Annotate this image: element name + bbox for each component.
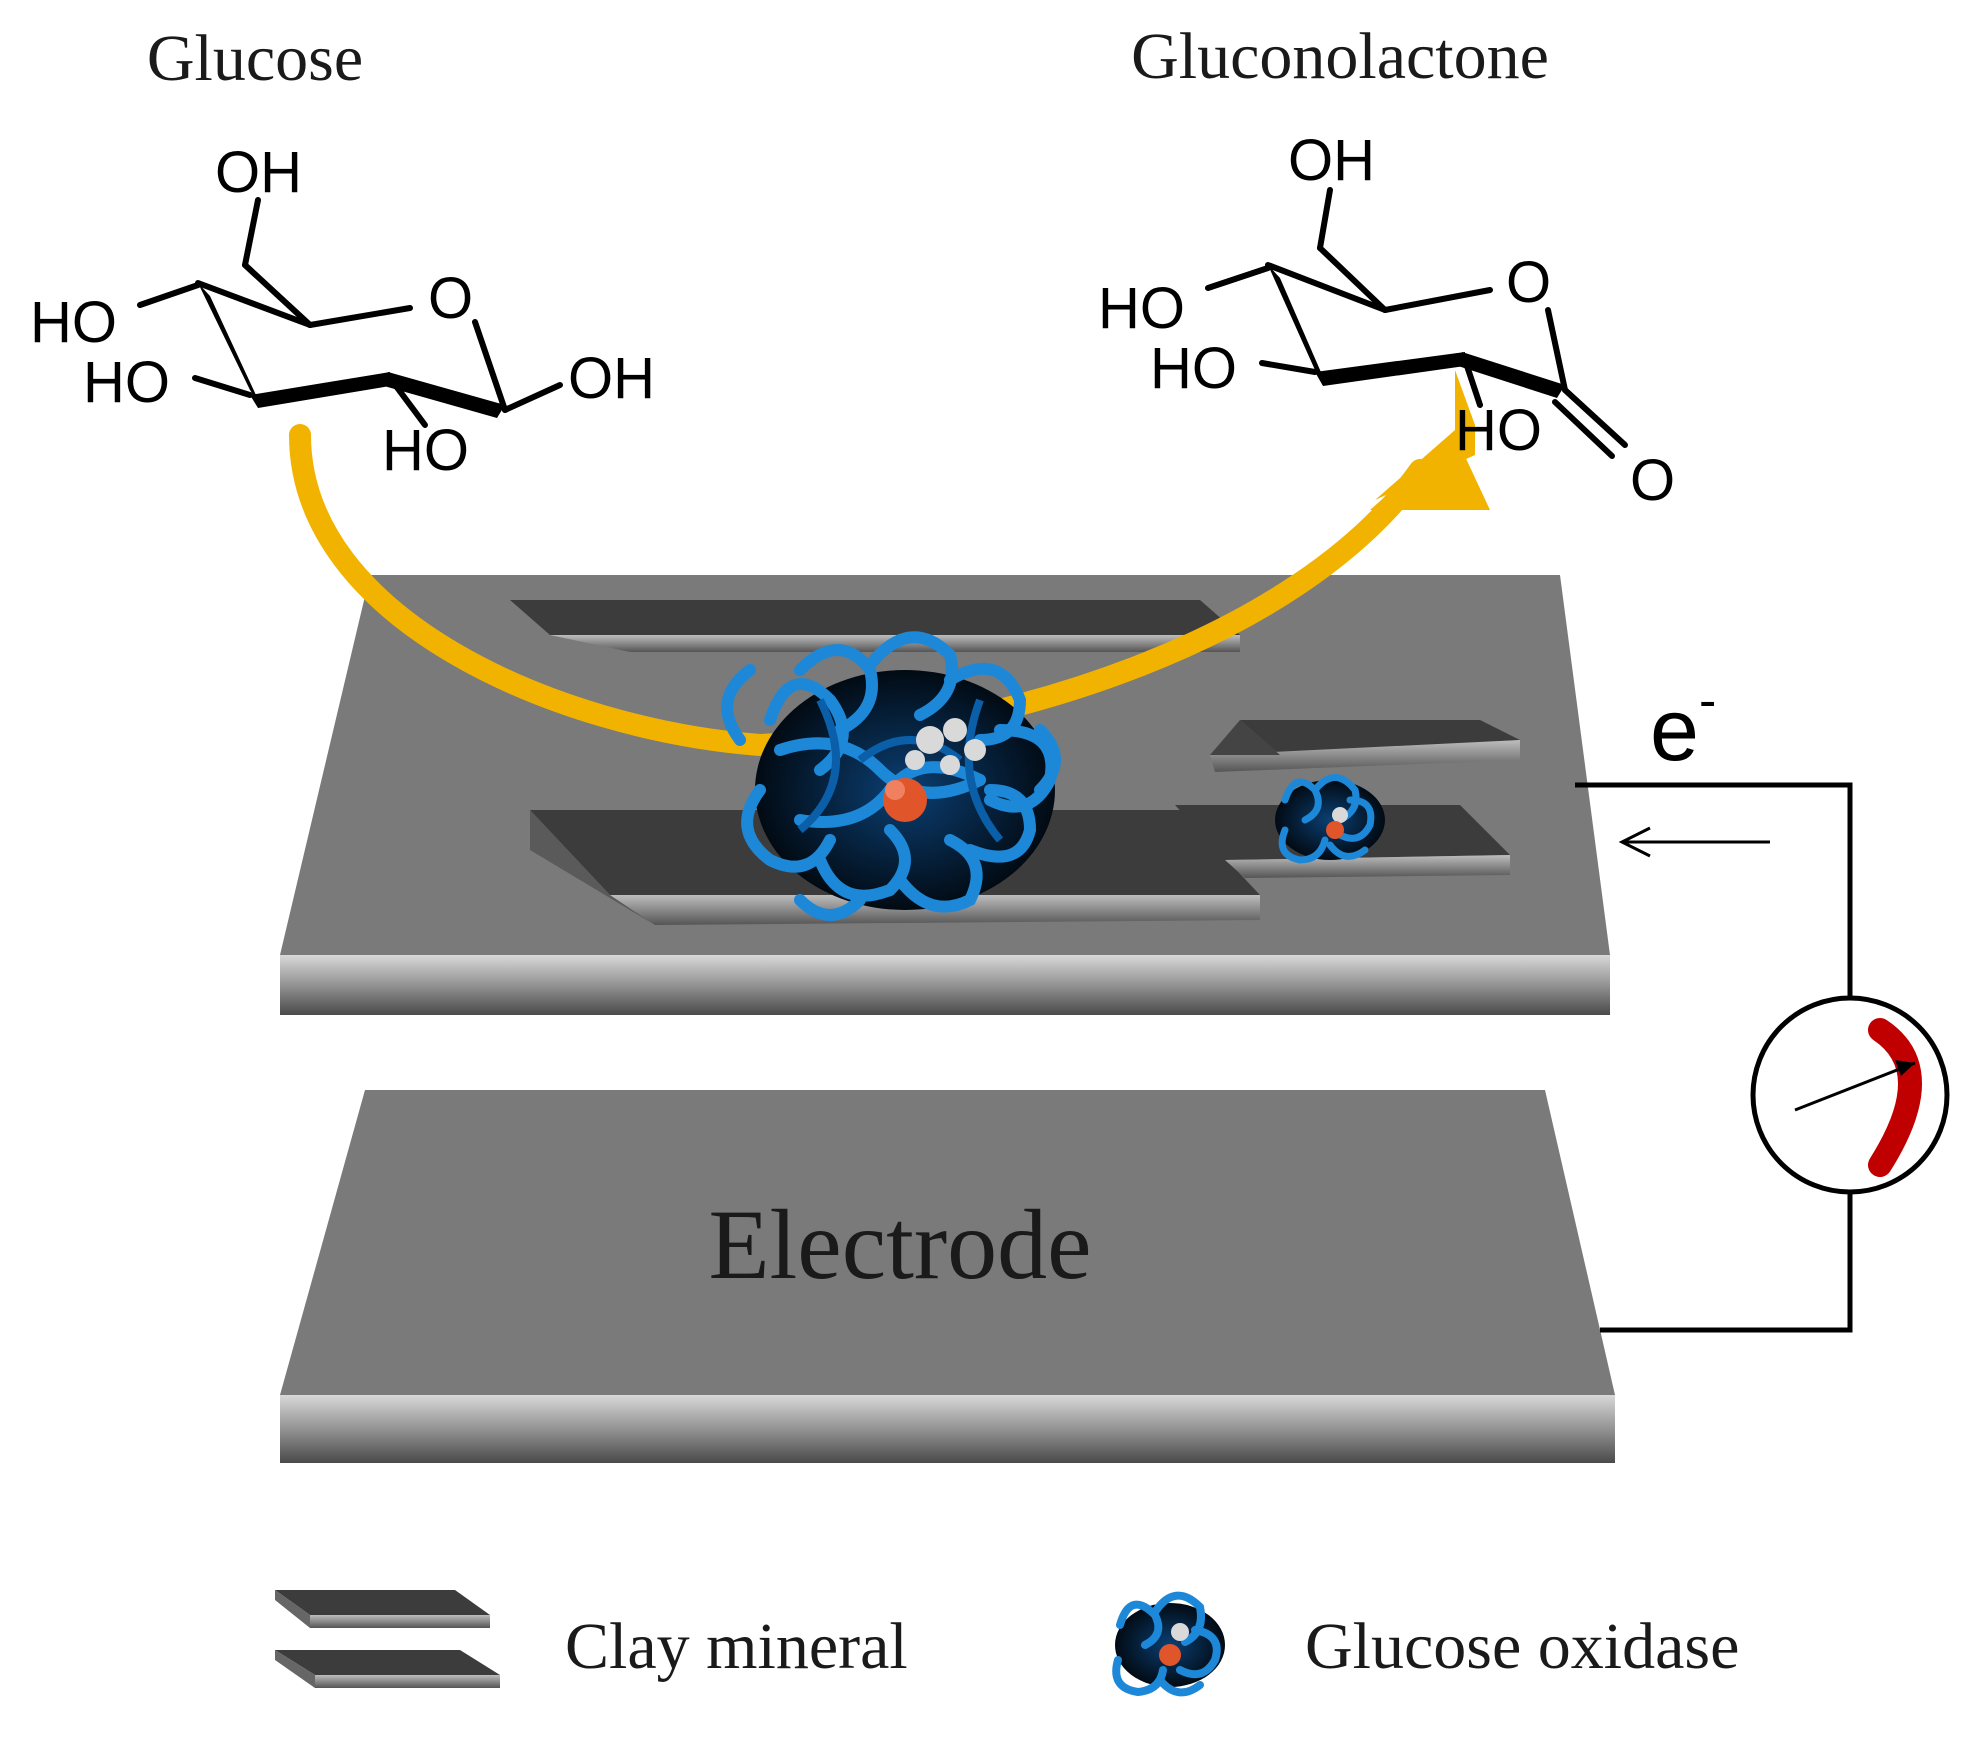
- legend-enzyme-icon: [1112, 1591, 1225, 1697]
- reaction-arrow: [289, 370, 1490, 757]
- glucose-ho-left-lower: HO: [83, 350, 170, 415]
- clay-sheet-small-upper: [1210, 720, 1520, 772]
- electrode-plate: [280, 1090, 1615, 1463]
- glucose-oh-top: OH: [215, 140, 302, 205]
- electrode-label: Electrode: [708, 1189, 1091, 1300]
- gluconolactone-ho-left-upper: HO: [1098, 276, 1185, 341]
- electron-label: e-: [1650, 672, 1716, 779]
- gluconolactone-ring-o: O: [1506, 250, 1551, 315]
- electron-charge: -: [1699, 672, 1716, 730]
- clay-sheet-back: [510, 600, 1240, 652]
- ammeter-gauge: [1750, 995, 1950, 1195]
- glucose-oxidase-enzyme-small: [1275, 774, 1385, 864]
- legend-enzyme-label: Glucose oxidase: [1305, 1610, 1739, 1683]
- gluconolactone-ho-left-lower: HO: [1150, 336, 1237, 401]
- electron-flow-arrow: [1618, 826, 1770, 858]
- glucose-ho-bottom: HO: [382, 418, 469, 483]
- electron-symbol: e: [1650, 680, 1699, 779]
- glucose-structure: OH HO HO O OH HO: [30, 140, 655, 483]
- gluconolactone-ho-bottom: HO: [1455, 398, 1542, 463]
- glucose-ho-left-upper: HO: [30, 290, 117, 355]
- legend-clay-icon: [275, 1590, 500, 1688]
- gluconolactone-structure: OH HO HO O HO O: [1098, 128, 1675, 513]
- gluconolactone-title: Gluconolactone: [1131, 20, 1549, 93]
- glucose-oxidase-enzyme-large: [721, 631, 1061, 921]
- glucose-ring-o: O: [428, 266, 473, 331]
- gluconolactone-oh-top: OH: [1288, 128, 1375, 193]
- gluconolactone-carbonyl-o: O: [1630, 448, 1675, 513]
- glucose-oh-right: OH: [568, 346, 655, 411]
- circuit-wire: [1575, 782, 1853, 1333]
- legend-clay-label: Clay mineral: [565, 1610, 908, 1683]
- glucose-title: Glucose: [147, 22, 363, 95]
